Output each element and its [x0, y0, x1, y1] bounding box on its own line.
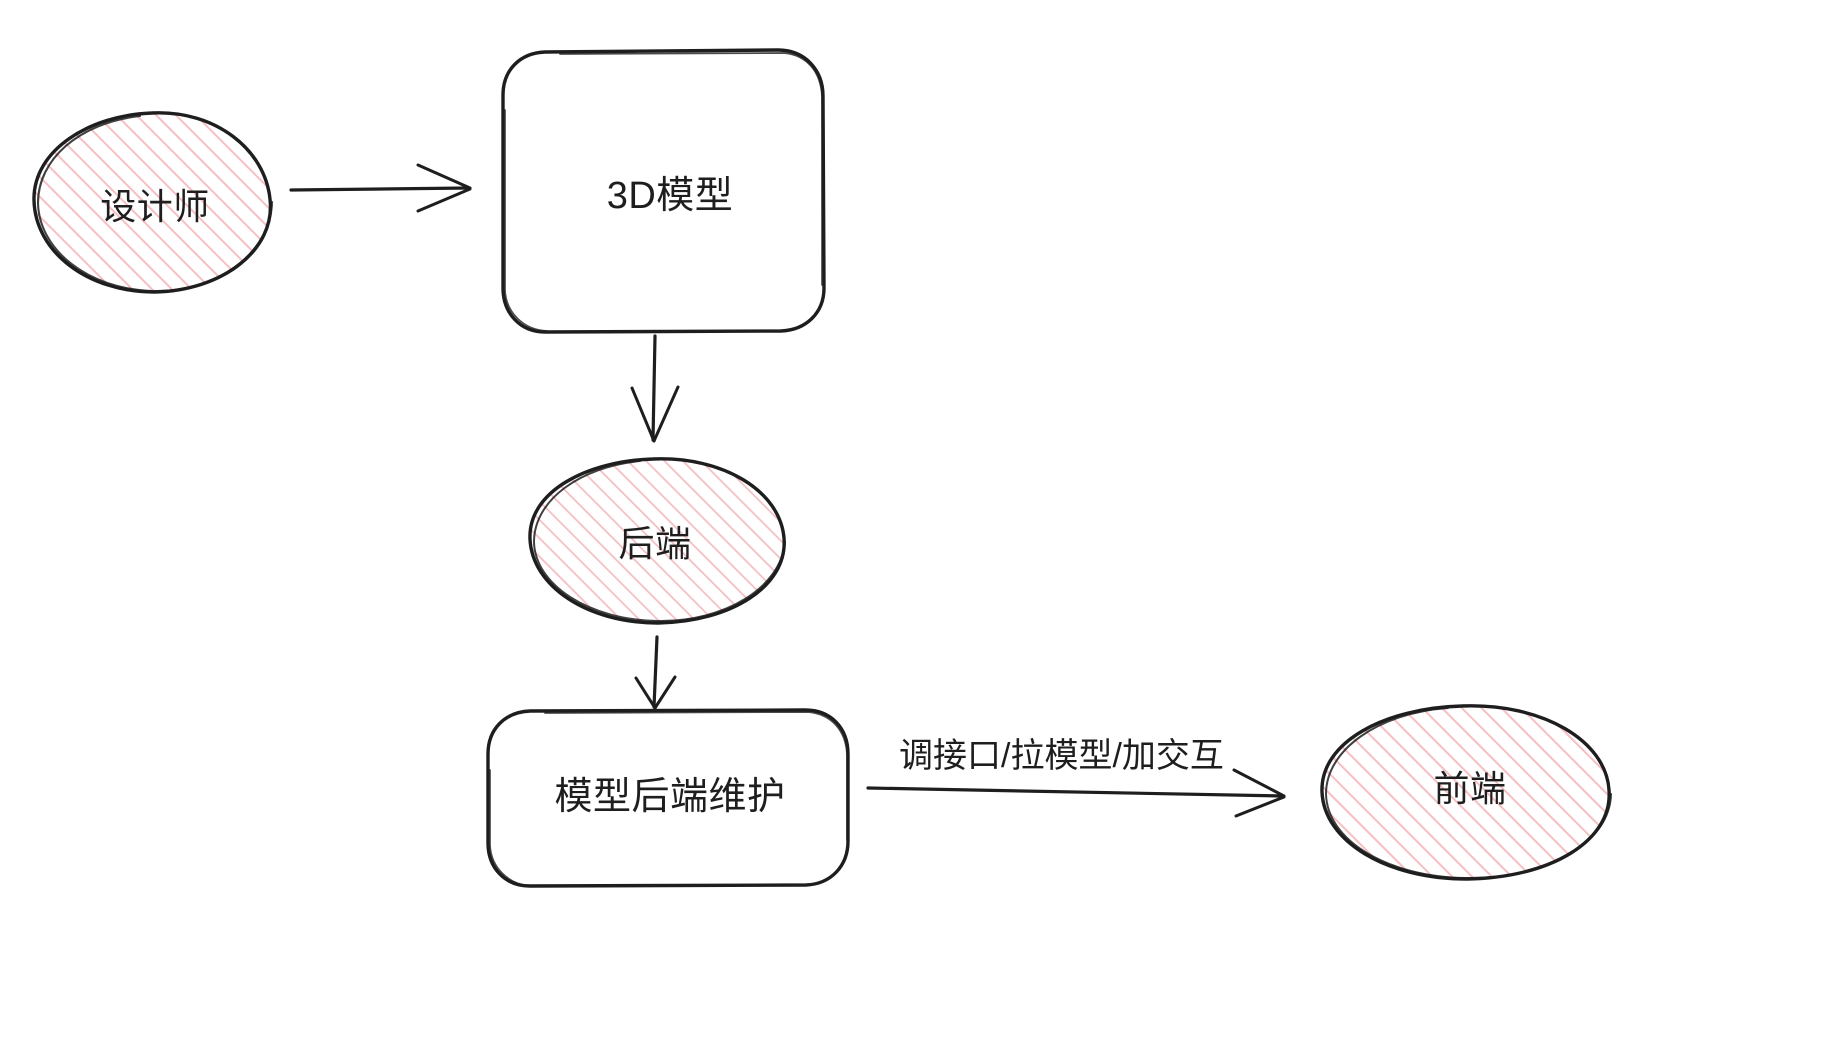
node-backend-fill: [530, 458, 784, 623]
node-backend-outline-2: [533, 460, 786, 623]
node-frontend-fill: [1322, 705, 1609, 879]
node-designer[interactable]: [32, 111, 274, 294]
node-maintain-outline: [486, 708, 850, 888]
edge-designer-to-model3d: [289, 163, 472, 213]
node-maintain[interactable]: [486, 708, 850, 888]
edge-maintain-to-frontend-label: 调接口/拉模型/加交互: [893, 728, 1230, 777]
edge-model3d-to-backend: [630, 334, 680, 443]
node-model3d[interactable]: [501, 48, 826, 334]
edge-maintain-to-frontend: [866, 768, 1286, 818]
node-model3d-outline: [501, 48, 826, 334]
node-designer-outline-2: [36, 114, 274, 293]
node-backend-outline: [528, 457, 786, 625]
node-model3d-outline-2: [504, 52, 823, 332]
node-frontend-outline-2: [1325, 707, 1612, 880]
edge-backend-to-maintain: [634, 635, 677, 710]
node-maintain-outline-2: [489, 711, 848, 887]
node-frontend[interactable]: [1320, 704, 1612, 881]
node-backend[interactable]: [528, 457, 786, 625]
node-designer-fill: [34, 112, 271, 291]
